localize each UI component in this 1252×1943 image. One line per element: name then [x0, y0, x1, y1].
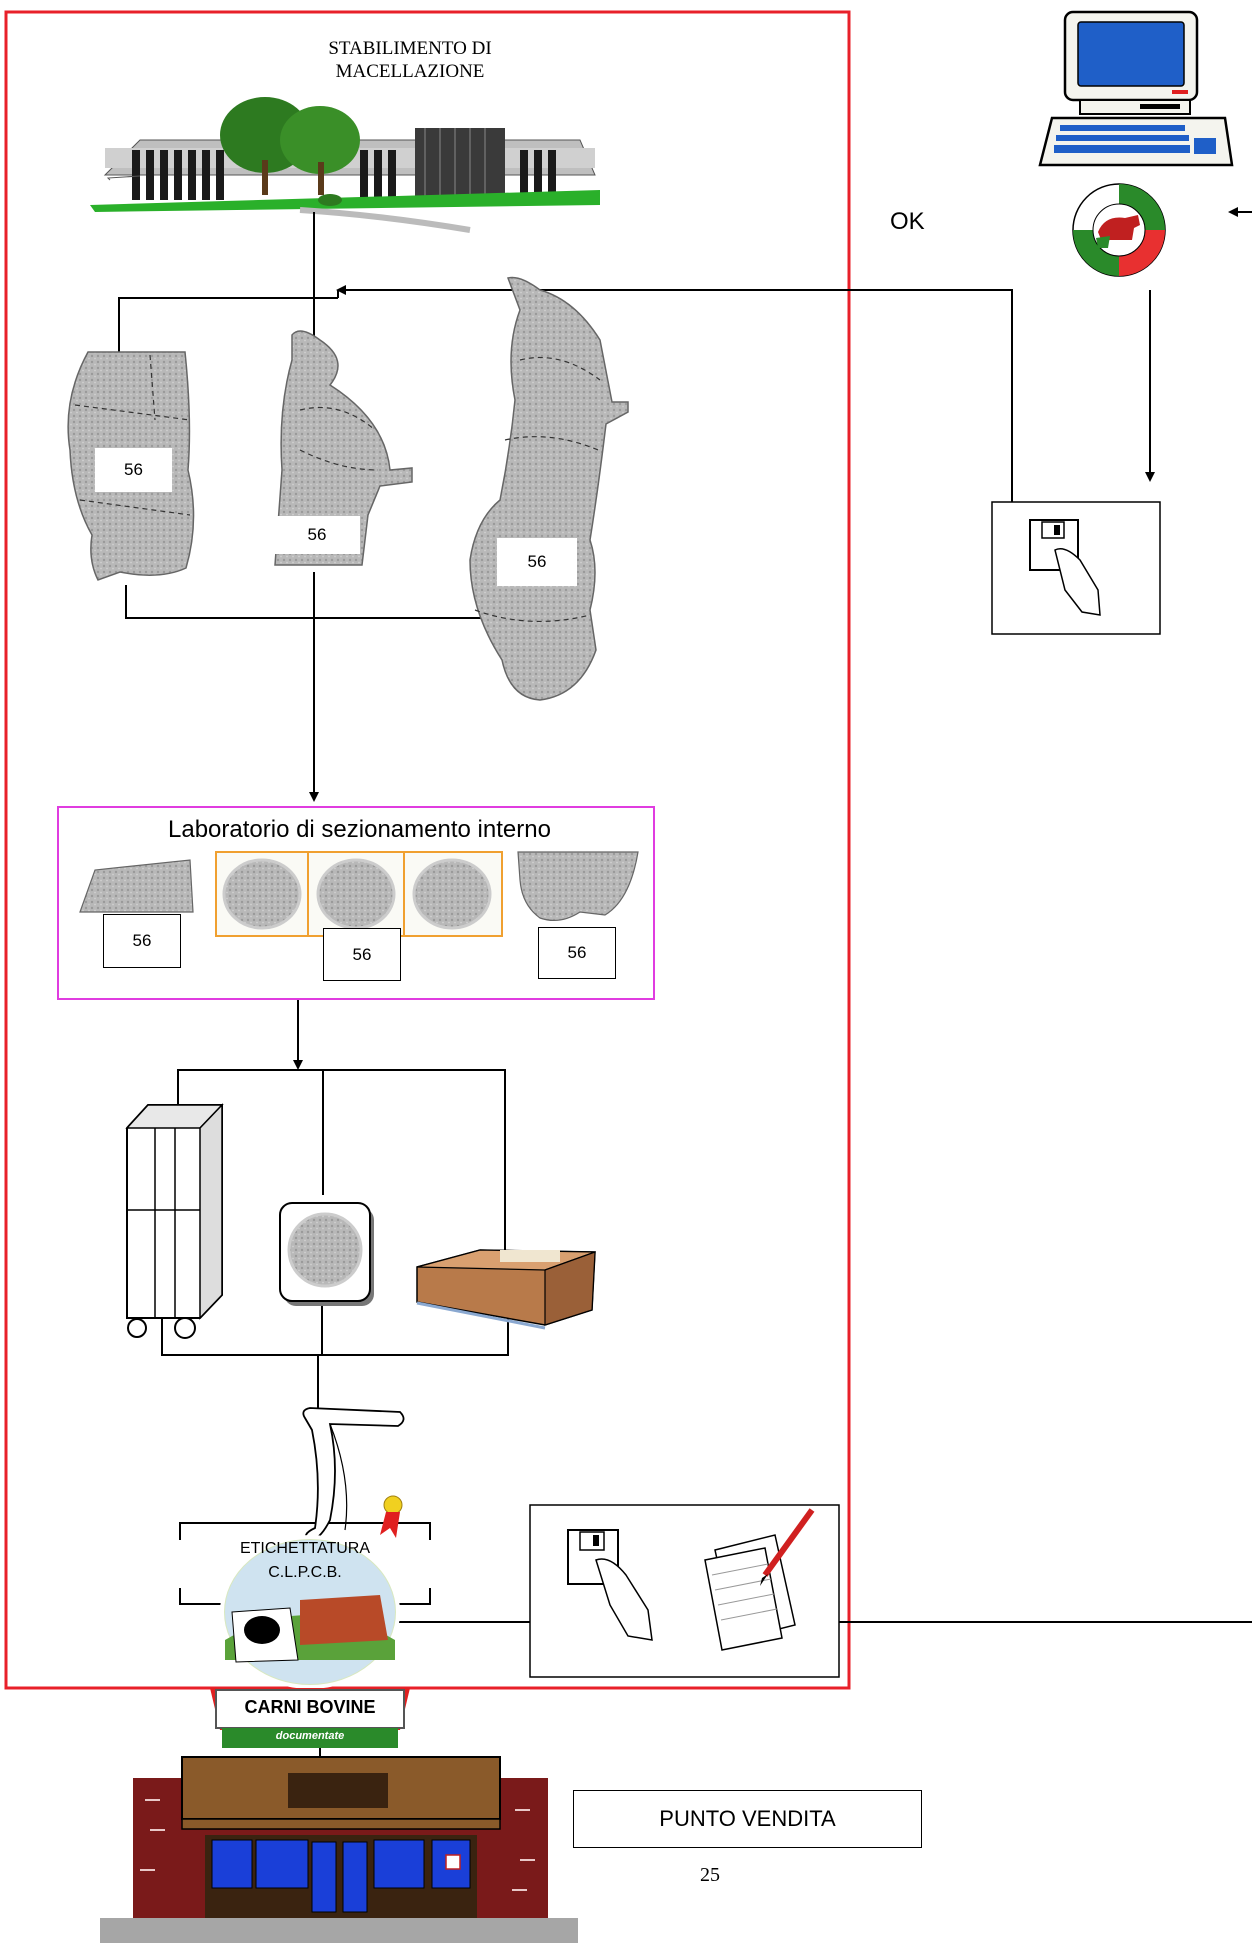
- documents-pen-icon: [704, 1508, 815, 1651]
- plant-title-line2: MACELLAZIONE: [335, 61, 485, 82]
- badge-subtitle: documentate: [275, 1730, 345, 1742]
- certificate-scroll-icon: [302, 1407, 405, 1541]
- carcass-number-2: 56: [274, 516, 360, 554]
- labeling-line1: ETICHETTATURA: [239, 1540, 371, 1557]
- packaged-box-icon: [416, 1249, 596, 1330]
- slaughterhouse-building-icon: [90, 97, 600, 233]
- page-number: 25: [700, 1864, 720, 1886]
- lab-carcass-piece-1: [79, 859, 194, 913]
- lab-carcass-piece-2: [517, 851, 639, 922]
- steak-tray-icon: [279, 1202, 374, 1306]
- plant-title-line1: STABILIMENTO DI: [328, 38, 492, 59]
- store-building-icon: [100, 1756, 578, 1943]
- lab-title: Laboratorio di sezionamento interno: [168, 816, 551, 843]
- carcass-side: [469, 276, 629, 701]
- lab-number-2: 56: [323, 928, 401, 981]
- store-label: PUNTO VENDITA: [573, 1790, 922, 1848]
- carni-bovine-badge-icon: [210, 1535, 410, 1748]
- meat-rack-trolley-icon: [125, 1103, 224, 1339]
- labeling-text: ETICHETTATURA C.L.P.C.B.: [180, 1537, 430, 1585]
- badge-title: CARNI BOVINE: [244, 1697, 376, 1717]
- labeling-line2: C.L.P.C.B.: [268, 1564, 342, 1581]
- steak-icon-row: [215, 851, 503, 937]
- ok-label: OK: [890, 208, 925, 235]
- floppy-disk-icon-2: [567, 1529, 653, 1641]
- floppy-disk-icon: [1029, 519, 1101, 616]
- slaughterhouse-frame: [4, 10, 851, 1690]
- carcass-number-1: 56: [95, 448, 172, 492]
- lab-number-3: 56: [538, 927, 616, 979]
- computer-icon: [1038, 10, 1234, 167]
- carcass-quarter-2: [274, 330, 413, 566]
- plant-title: STABILIMENTO DI MACELLAZIONE: [300, 37, 520, 83]
- lab-frame: [57, 806, 655, 1000]
- lab-number-1: 56: [103, 914, 181, 968]
- carcass-number-3: 56: [497, 538, 577, 586]
- consortium-logo-icon: [1072, 183, 1166, 277]
